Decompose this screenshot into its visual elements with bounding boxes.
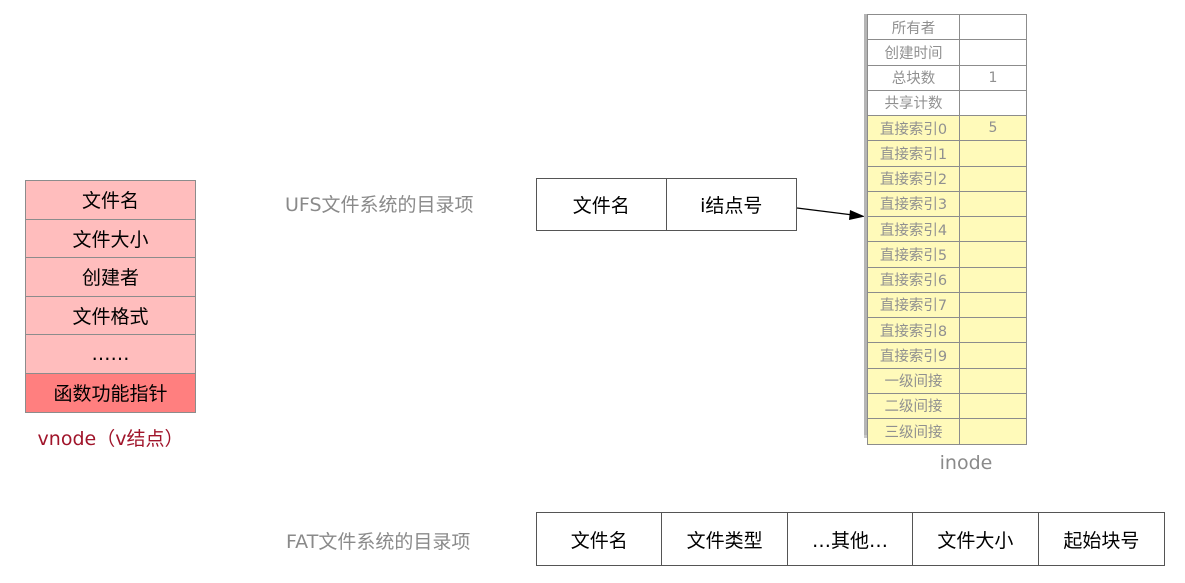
- inode-row-key: 所有者: [868, 15, 960, 40]
- inode-row-value: [960, 91, 1026, 115]
- fat-cell-filename: 文件名: [537, 513, 663, 565]
- inode-row-value: [960, 268, 1026, 292]
- vnode-stack: 文件名 文件大小 创建者 文件格式 …… 函数功能指针: [25, 180, 196, 413]
- inode-row-value: 5: [988, 120, 998, 137]
- inode-row: 三级间接: [868, 419, 1026, 445]
- inode-row-key: 直接索引2: [868, 166, 960, 191]
- inode-row-key: 直接索引9: [868, 343, 960, 368]
- inode-row: 创建时间: [868, 40, 1026, 66]
- ufs-entry-label: UFS文件系统的目录项: [285, 194, 474, 216]
- inode-row-key: 三级间接: [868, 419, 960, 445]
- inode-row-key: 直接索引4: [868, 217, 960, 242]
- inode-row: 直接索引0 5: [868, 116, 1026, 142]
- vnode-field-creator: 创建者: [26, 258, 195, 297]
- ufs-cell-inode-number: i结点号: [700, 195, 763, 217]
- ufs-entry-table: 文件名 i结点号: [536, 178, 797, 231]
- inode-row: 共享计数: [868, 90, 1026, 116]
- inode-row: 直接索引7: [868, 292, 1026, 318]
- inode-row-key: 总块数: [868, 65, 960, 90]
- ufs-cell-filename: 文件名: [537, 179, 667, 230]
- inode-row-key: 一级间接: [868, 368, 960, 393]
- inode-row-key: 创建时间: [868, 40, 960, 65]
- inode-row-value: [960, 419, 1026, 444]
- inode-row-value: [960, 217, 1026, 241]
- inode-row: 二级间接: [868, 393, 1026, 419]
- inode-row: 直接索引3: [868, 191, 1026, 217]
- inode-row-value: [960, 167, 1026, 191]
- inode-row-value: [960, 40, 1026, 64]
- inode-row-value: [960, 141, 1026, 165]
- inode-row-key: 直接索引0: [868, 116, 960, 141]
- vnode-field-function-pointer: 函数功能指针: [26, 373, 195, 412]
- inode-row-value: [960, 318, 1026, 342]
- inode-row-value: [960, 15, 1026, 39]
- fat-cell-filetype: 文件类型: [662, 513, 788, 565]
- inode-row-value: [960, 394, 1026, 418]
- inode-row-key: 直接索引5: [868, 242, 960, 267]
- fat-cell-start-block: 起始块号: [1063, 529, 1140, 552]
- inode-row-value: [960, 242, 1026, 266]
- fat-cell-filesize: 文件大小: [913, 513, 1039, 565]
- vnode-field-filesize: 文件大小: [26, 219, 195, 258]
- vnode-field-format: 文件格式: [26, 296, 195, 335]
- inode-row-value: [960, 293, 1026, 317]
- inode-row-key: 直接索引7: [868, 292, 960, 317]
- inode-table: 所有者 创建时间 总块数 1 共享计数 直接索引0 5 直接索引1 直接索引2 …: [867, 14, 1027, 446]
- inode-row-key: 直接索引1: [868, 141, 960, 166]
- fat-entry-label: FAT文件系统的目录项: [286, 531, 471, 553]
- inode-row: 一级间接: [868, 368, 1026, 394]
- inode-row: 直接索引8: [868, 318, 1026, 344]
- inode-row-key: 直接索引6: [868, 267, 960, 292]
- pointer-arrow-head: [849, 210, 865, 220]
- inode-row-key: 二级间接: [868, 393, 960, 418]
- fat-cell-other: …其他…: [788, 513, 914, 565]
- inode-row: 总块数 1: [868, 65, 1026, 91]
- pointer-arrow: [796, 207, 865, 220]
- fat-entry-table: 文件名 文件类型 …其他… 文件大小 起始块号: [536, 512, 1165, 566]
- inode-row: 直接索引9: [868, 343, 1026, 369]
- inode-row-value: [960, 369, 1026, 393]
- pointer-arrow-line: [796, 207, 854, 216]
- inode-row-value: [960, 343, 1026, 367]
- inode-row-value: 1: [988, 69, 998, 86]
- vnode-field-filename: 文件名: [26, 181, 195, 220]
- inode-shadow-left: [864, 14, 867, 438]
- inode-row-value: [960, 192, 1026, 216]
- inode-row-key: 共享计数: [868, 90, 960, 115]
- inode-row: 直接索引1: [868, 141, 1026, 167]
- inode-row: 直接索引4: [868, 217, 1026, 243]
- inode-row-key: 直接索引3: [868, 191, 960, 216]
- inode-row: 直接索引5: [868, 242, 1026, 268]
- inode-row: 所有者: [868, 15, 1026, 41]
- inode-row-key: 直接索引8: [868, 318, 960, 343]
- inode-caption: inode: [939, 452, 993, 474]
- vnode-caption: vnode（v结点）: [37, 428, 184, 450]
- inode-row: 直接索引6: [868, 267, 1026, 293]
- inode-row: 直接索引2: [868, 166, 1026, 192]
- vnode-field-ellipsis: ……: [26, 335, 195, 374]
